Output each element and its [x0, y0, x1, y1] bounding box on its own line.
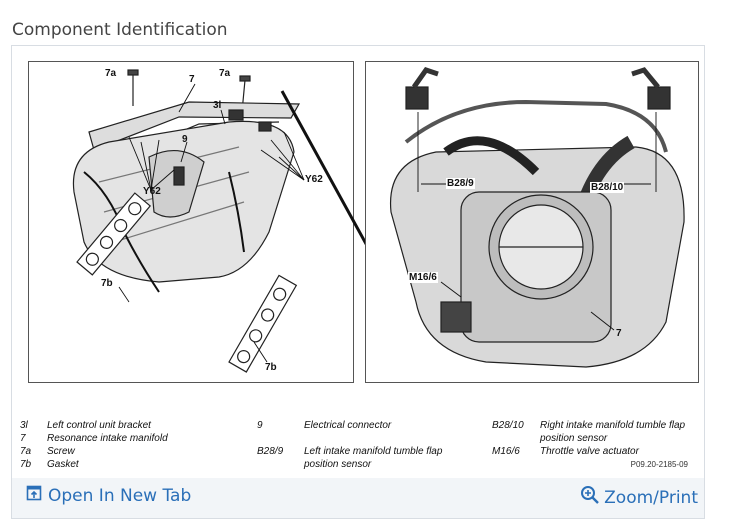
- component-diagram: 7a 7 7a 3l 9 Y62 Y62 7b 7b: [24, 57, 702, 469]
- figure-code: P09.20-2185-09: [630, 460, 688, 469]
- legend-text: Right intake manifold tumble flap positi…: [540, 420, 686, 444]
- open-in-new-tab-icon: [26, 485, 42, 506]
- callout-7b-bottom: 7b: [265, 362, 277, 373]
- callout-m16-6: M16/6: [408, 272, 438, 283]
- callout-y62-left: Y62: [143, 186, 161, 197]
- legend-text: Gasket: [47, 459, 79, 470]
- legend-text: Left intake manifold tumble flap positio…: [304, 446, 443, 470]
- callout-7b-top: 7b: [101, 278, 113, 289]
- callout-7-left: 7: [189, 74, 195, 85]
- page-title: Component Identification: [12, 20, 228, 40]
- legend-code: 7a: [20, 446, 32, 457]
- throttle-body-drawing: [389, 67, 685, 368]
- callout-7a-left: 7a: [105, 68, 117, 79]
- open-in-new-tab-label: Open In New Tab: [48, 485, 192, 506]
- panel-link-line: [280, 90, 378, 263]
- legend-code: M16/6: [492, 446, 520, 457]
- throttle-body-view: B28/9 B28/10 M16/6 7: [365, 61, 699, 383]
- callout-7-right: 7: [616, 328, 622, 339]
- callout-3l: 3l: [213, 100, 222, 111]
- legend-code: B28/9: [257, 446, 284, 457]
- legend-text: Throttle valve actuator: [540, 446, 639, 457]
- manifold-exploded-drawing: [72, 69, 305, 373]
- legend-text: Left control unit bracket: [47, 420, 151, 431]
- legend-code: B28/10: [492, 420, 524, 431]
- callout-b28-10: B28/10: [590, 182, 625, 193]
- legend-text: Electrical connector: [304, 420, 392, 431]
- callout-y62-right: Y62: [305, 174, 323, 185]
- legend-code: 7: [20, 433, 26, 444]
- zoom-in-icon: [580, 485, 600, 510]
- legend-text: Screw: [47, 446, 75, 457]
- open-in-new-tab-link[interactable]: Open In New Tab: [26, 485, 191, 506]
- zoom-print-link[interactable]: Zoom/Print: [580, 485, 698, 510]
- legend-code: 7b: [20, 459, 32, 470]
- callout-9: 9: [182, 134, 188, 145]
- legend-code: 9: [257, 420, 263, 431]
- footer-bar: Open In New Tab Zoom/Print: [12, 478, 704, 518]
- manifold-exploded-view: 7a 7 7a 3l 9 Y62 Y62 7b 7b: [28, 61, 354, 383]
- legend-text: Resonance intake manifold: [47, 433, 168, 444]
- callout-b28-9: B28/9: [446, 178, 475, 189]
- legend-code: 3l: [20, 420, 28, 431]
- zoom-print-label: Zoom/Print: [604, 487, 698, 508]
- callout-7a-right: 7a: [219, 68, 231, 79]
